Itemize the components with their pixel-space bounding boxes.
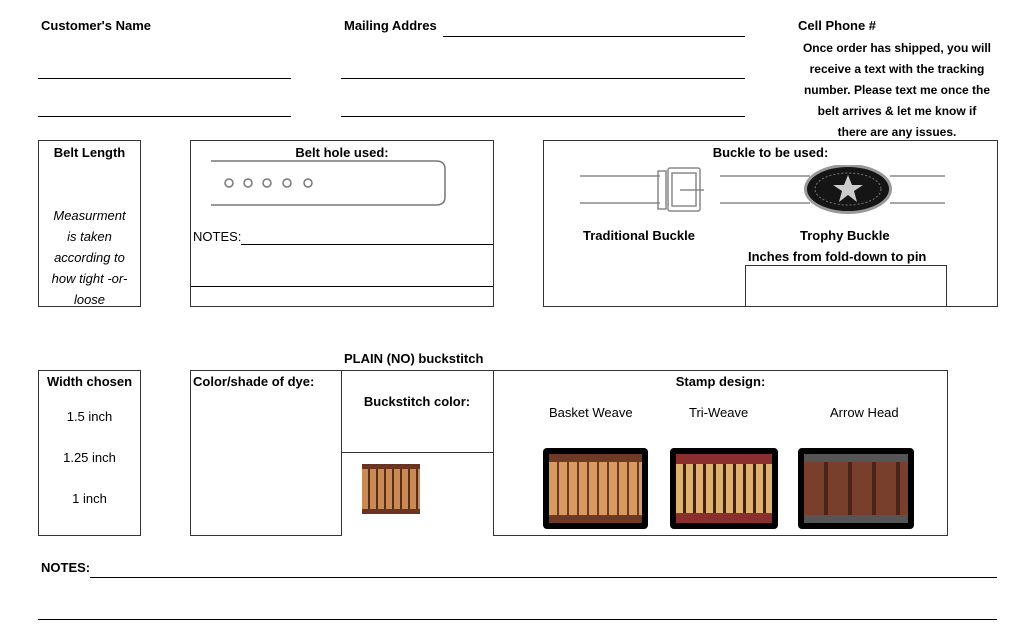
stamp-basket-weave-label[interactable]: Basket Weave [549,405,633,420]
mailing-address-line-3[interactable] [341,116,745,117]
belt-hole-notes-line[interactable] [241,244,493,245]
customer-name-line-1[interactable] [38,78,291,79]
note-line: loose [73,292,106,307]
shipping-note-line: belt arrives & let me know if [817,104,977,118]
note-line: Measurment [53,208,126,223]
customer-name-line-2[interactable] [38,116,291,117]
footer-notes-line-2[interactable] [38,619,997,620]
shipping-note-line: Once order has shipped, you will [802,41,992,55]
footer-notes-label: NOTES: [41,560,91,575]
stamp-arrow-head-label[interactable]: Arrow Head [830,405,899,420]
basket-weave-image[interactable] [543,448,648,529]
buckstitch-sample-image [362,464,420,514]
note-line: how tight -or- [51,271,128,286]
dye-color-box[interactable]: Color/shade of dye: [190,370,342,536]
belt-hole-notes-line-2[interactable] [191,286,493,287]
note-line: is taken [67,229,112,244]
dye-color-title: Color/shade of dye: [193,374,315,389]
cell-phone-label: Cell Phone # [798,18,877,33]
traditional-buckle-label[interactable]: Traditional Buckle [583,228,695,243]
width-box: Width chosen 1.5 inch 1.25 inch 1 inch [38,370,141,536]
mailing-address-label: Mailing Addres [344,18,437,33]
shipping-note: Once order has shipped, you will receive… [787,38,1007,143]
stamp-title: Stamp design: [675,374,766,389]
belt-holes-icon [211,160,446,206]
width-option[interactable]: 1 inch [72,491,107,506]
belt-hole-notes-label: NOTES: [193,229,242,244]
tri-weave-image[interactable] [670,448,778,529]
footer-notes-line-1[interactable] [90,577,997,578]
stamp-design-box: Stamp design: Basket Weave Tri-Weave Arr… [493,370,948,536]
traditional-buckle-icon [580,167,945,212]
belt-length-title: Belt Length [53,145,126,160]
shipping-note-line: number. Please text me once the [803,83,991,97]
note-line: according to [54,250,125,265]
stamp-tri-weave-label[interactable]: Tri-Weave [689,405,749,420]
shipping-note-line: receive a text with the tracking [809,62,985,76]
inches-input[interactable] [745,265,947,307]
width-option[interactable]: 1.25 inch [63,450,116,465]
width-option[interactable]: 1.5 inch [66,409,113,424]
belt-length-note: Measurment is taken according to how tig… [39,205,140,310]
buckle-box: Buckle to be used: Traditional Buckle Tr… [543,140,998,307]
belt-length-box[interactable]: Belt Length Measurment is taken accordin… [38,140,141,307]
customer-name-label: Customer's Name [41,18,152,33]
inches-label: Inches from fold-down to pin [748,249,927,264]
buckstitch-box[interactable]: Buckstitch color: [341,370,493,453]
buckle-images [580,165,945,214]
plain-buckstitch-option[interactable]: PLAIN (NO) buckstitch [344,351,484,366]
mailing-address-line-1[interactable] [443,36,745,37]
arrow-head-image[interactable] [798,448,914,529]
trophy-buckle-icon [804,165,892,214]
mailing-address-line-2[interactable] [341,78,745,79]
belt-hole-box: Belt hole used: NOTES: [190,140,494,307]
width-title: Width chosen [46,374,133,389]
trophy-buckle-label[interactable]: Trophy Buckle [800,228,890,243]
buckstitch-title: Buckstitch color: [363,394,471,409]
buckle-title: Buckle to be used: [712,145,829,160]
belt-hole-title: Belt hole used: [295,145,389,160]
shipping-note-line: there are any issues. [837,125,957,139]
